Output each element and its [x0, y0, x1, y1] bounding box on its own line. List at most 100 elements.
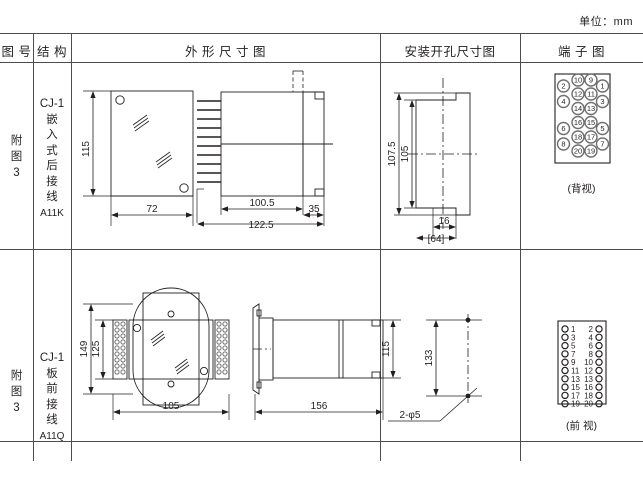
- row1-mount-inner-height: 105: [400, 145, 411, 162]
- row1-terminal-8: 8: [561, 140, 565, 149]
- row2-struct-char-1: 前: [46, 383, 58, 395]
- header-structure: 结 构: [37, 45, 67, 59]
- row2-terminal-r-9: 20: [584, 400, 593, 409]
- row1-terminal-1: 1: [600, 82, 604, 91]
- row2-terminal-r-6: 13: [584, 375, 593, 384]
- row2-fig-char-1: 图: [10, 386, 23, 398]
- row2-code: A11Q: [39, 430, 65, 442]
- row1-dim-total-depth: 122.5: [248, 220, 273, 231]
- row2-terminal-l-3: 7: [571, 350, 576, 359]
- row2-dim-outer-height: 149: [79, 340, 90, 357]
- row1-fig-char-2: 3: [13, 167, 20, 179]
- row1-dim-body-depth: 100.5: [249, 198, 274, 209]
- row2-model: CJ-1: [39, 352, 65, 364]
- row2-terminal-drawing: 1 3 5 7 9 11 13 15 17 19 2 4 6 8 10 12 1…: [520, 278, 643, 441]
- unit-note: 单位：mm: [579, 16, 633, 28]
- row2-outline-drawing: 149 125 105 115 156: [71, 278, 401, 441]
- row1-fig-char-0: 附: [10, 135, 23, 147]
- row2-dim-depth: 156: [311, 401, 328, 412]
- row2-dim-inner-height: 125: [91, 340, 102, 357]
- row2-terminal-l-2: 5: [571, 342, 576, 351]
- row1-fig-char-1: 图: [10, 151, 23, 163]
- row1-dim-front-width: 72: [146, 204, 158, 215]
- row1-terminal-11: 11: [587, 90, 595, 99]
- row2-terminal-l-6: 13: [571, 375, 580, 384]
- col-divider-1: [33, 33, 34, 461]
- header-fig-no: 图 号: [1, 45, 32, 59]
- row1-terminal-caption: (背视): [567, 183, 596, 195]
- row2-terminal-r-4: 10: [584, 358, 593, 367]
- row2-terminal-r-1: 4: [589, 333, 594, 342]
- row1-structure: CJ-1 嵌 入 式 后 接 线 A11K: [33, 97, 71, 221]
- col-divider-4: [520, 33, 521, 461]
- row1-dim-flange-depth: 35: [308, 204, 320, 215]
- row2-terminal-r-0: 2: [589, 325, 594, 334]
- row1-terminal-16: 16: [574, 118, 582, 127]
- row1-dim-height: 115: [81, 141, 92, 157]
- row1-terminal-15: 15: [587, 118, 595, 127]
- row2-terminal-l-8: 17: [571, 391, 580, 400]
- row2-dim-side-height: 115: [381, 341, 392, 357]
- row2-struct-char-2: 接: [46, 398, 58, 411]
- row1-mount-notch-width: 16: [438, 216, 450, 227]
- header-outline: 外 形 尺 寸 图: [185, 45, 266, 59]
- row1-mount-bracket-width: [64]: [428, 234, 445, 245]
- row1-bottom-border: [0, 249, 643, 250]
- header-terminal: 端 子 图: [558, 45, 605, 59]
- row2-terminal-l-1: 3: [571, 333, 576, 342]
- row2-fig-char-0: 附: [10, 370, 23, 382]
- row1-terminal-10: 10: [574, 76, 582, 85]
- row1-terminal-2: 2: [561, 82, 565, 91]
- col-divider-3: [380, 33, 381, 461]
- row1-terminal-6: 6: [561, 124, 565, 133]
- row2-terminal-r-7: 16: [584, 383, 593, 392]
- row1-terminal-17: 17: [587, 133, 595, 142]
- row1-terminal-13: 13: [587, 104, 595, 113]
- row2-fig-no: 附 图 3: [0, 368, 33, 416]
- row2-terminal-r-5: 12: [584, 367, 593, 376]
- row1-struct-char-2: 式: [46, 144, 58, 157]
- row1-struct-char-5: 线: [46, 191, 58, 203]
- row1-terminal-7: 7: [600, 140, 604, 149]
- row1-terminal-18: 18: [574, 133, 582, 142]
- row2-terminal-l-0: 1: [571, 325, 576, 334]
- row2-terminal-l-4: 9: [571, 358, 576, 367]
- row1-terminal-4: 4: [561, 97, 565, 106]
- row1-terminal-3: 3: [600, 97, 604, 106]
- row1-terminal-14: 14: [574, 104, 582, 113]
- row2-bottom-border: [0, 441, 643, 442]
- row1-struct-char-1: 入: [46, 129, 58, 141]
- row1-struct-char-4: 接: [46, 175, 58, 188]
- row2-dim-width: 105: [163, 401, 180, 412]
- row1-terminal-9: 9: [589, 76, 593, 85]
- row1-mount-outer-height: 107.5: [387, 141, 398, 166]
- row2-structure: CJ-1 板 前 接 线 A11Q: [33, 351, 71, 444]
- row2-struct-char-0: 板: [46, 367, 58, 380]
- row2-mount-hole-spec: 2-φ5: [400, 410, 421, 421]
- row2-terminal-caption: (前 视): [566, 420, 597, 432]
- row1-terminal-20: 20: [574, 147, 582, 156]
- row1-outline-drawing: 115 72 100.5 35 122.5: [71, 63, 380, 249]
- row1-terminal-drawing: 10 9 2 12 11 1 4 14 13 3 6 16 15 5 8 18 …: [520, 63, 643, 223]
- row2-terminal-l-7: 15: [571, 383, 580, 392]
- row1-mounting-drawing: 107.5 105 16 [64]: [380, 63, 520, 249]
- row1-struct-char-3: 后: [46, 160, 58, 172]
- header-mounting: 安装开孔尺寸图: [404, 45, 496, 59]
- row1-code: A11K: [40, 207, 64, 219]
- row2-mount-hole-spacing: 133: [424, 349, 435, 366]
- row2-terminal-r-8: 18: [584, 391, 593, 400]
- col-divider-2: [71, 33, 72, 461]
- row1-fig-no: 附 图 3: [0, 133, 33, 181]
- row2-terminal-l-5: 11: [571, 367, 580, 376]
- row2-struct-char-3: 线: [46, 414, 58, 426]
- row2-terminal-l-9: 19: [571, 400, 580, 409]
- row1-model: CJ-1: [39, 98, 65, 110]
- row1-terminal-12: 12: [574, 90, 582, 99]
- row2-terminal-r-3: 8: [589, 350, 594, 359]
- header-bottom-border: [0, 62, 643, 63]
- row2-fig-char-2: 3: [13, 402, 20, 414]
- table-top-border: [0, 33, 643, 34]
- row1-terminal-5: 5: [600, 124, 604, 133]
- row1-struct-char-0: 嵌: [46, 113, 58, 126]
- row1-terminal-19: 19: [587, 147, 595, 156]
